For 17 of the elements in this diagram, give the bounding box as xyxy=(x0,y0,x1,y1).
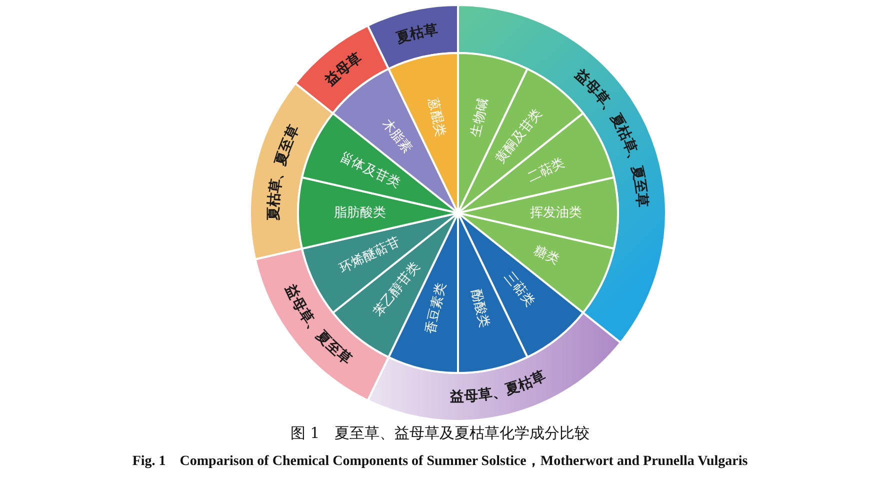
segment-label: 蒽醌类 xyxy=(424,96,448,138)
figure-caption-english: Fig. 1 Comparison of Chemical Components of Summer Solstice，Motherwort and Prunella Vulgaris xyxy=(131,453,749,470)
segment-label: 挥发油类 xyxy=(530,206,582,220)
segment-label: 三萜类 xyxy=(501,270,538,310)
ring-label: 益母草、夏至草 xyxy=(282,282,354,368)
figure-caption: 图 1 夏至草、益母草及夏枯草化学成分比较 xyxy=(289,424,591,443)
ring-label: 益母草、夏枯草 xyxy=(450,368,548,406)
segment-label: 香豆素类 xyxy=(423,282,450,336)
segment-label: 酚酸类 xyxy=(468,288,492,330)
segment-label: 脂肪酸类 xyxy=(334,206,386,220)
segment-label: 苯乙醇苷类 xyxy=(370,260,424,320)
segment-label: 糖类 xyxy=(531,243,562,268)
ring-label: 益母草 xyxy=(322,50,365,89)
ring-label: 夏枯草、夏至草 xyxy=(266,122,303,221)
ring-label: 夏枯草 xyxy=(394,22,439,47)
segment-label: 生物碱 xyxy=(468,96,492,138)
segment-label: 二萜类 xyxy=(525,155,568,186)
